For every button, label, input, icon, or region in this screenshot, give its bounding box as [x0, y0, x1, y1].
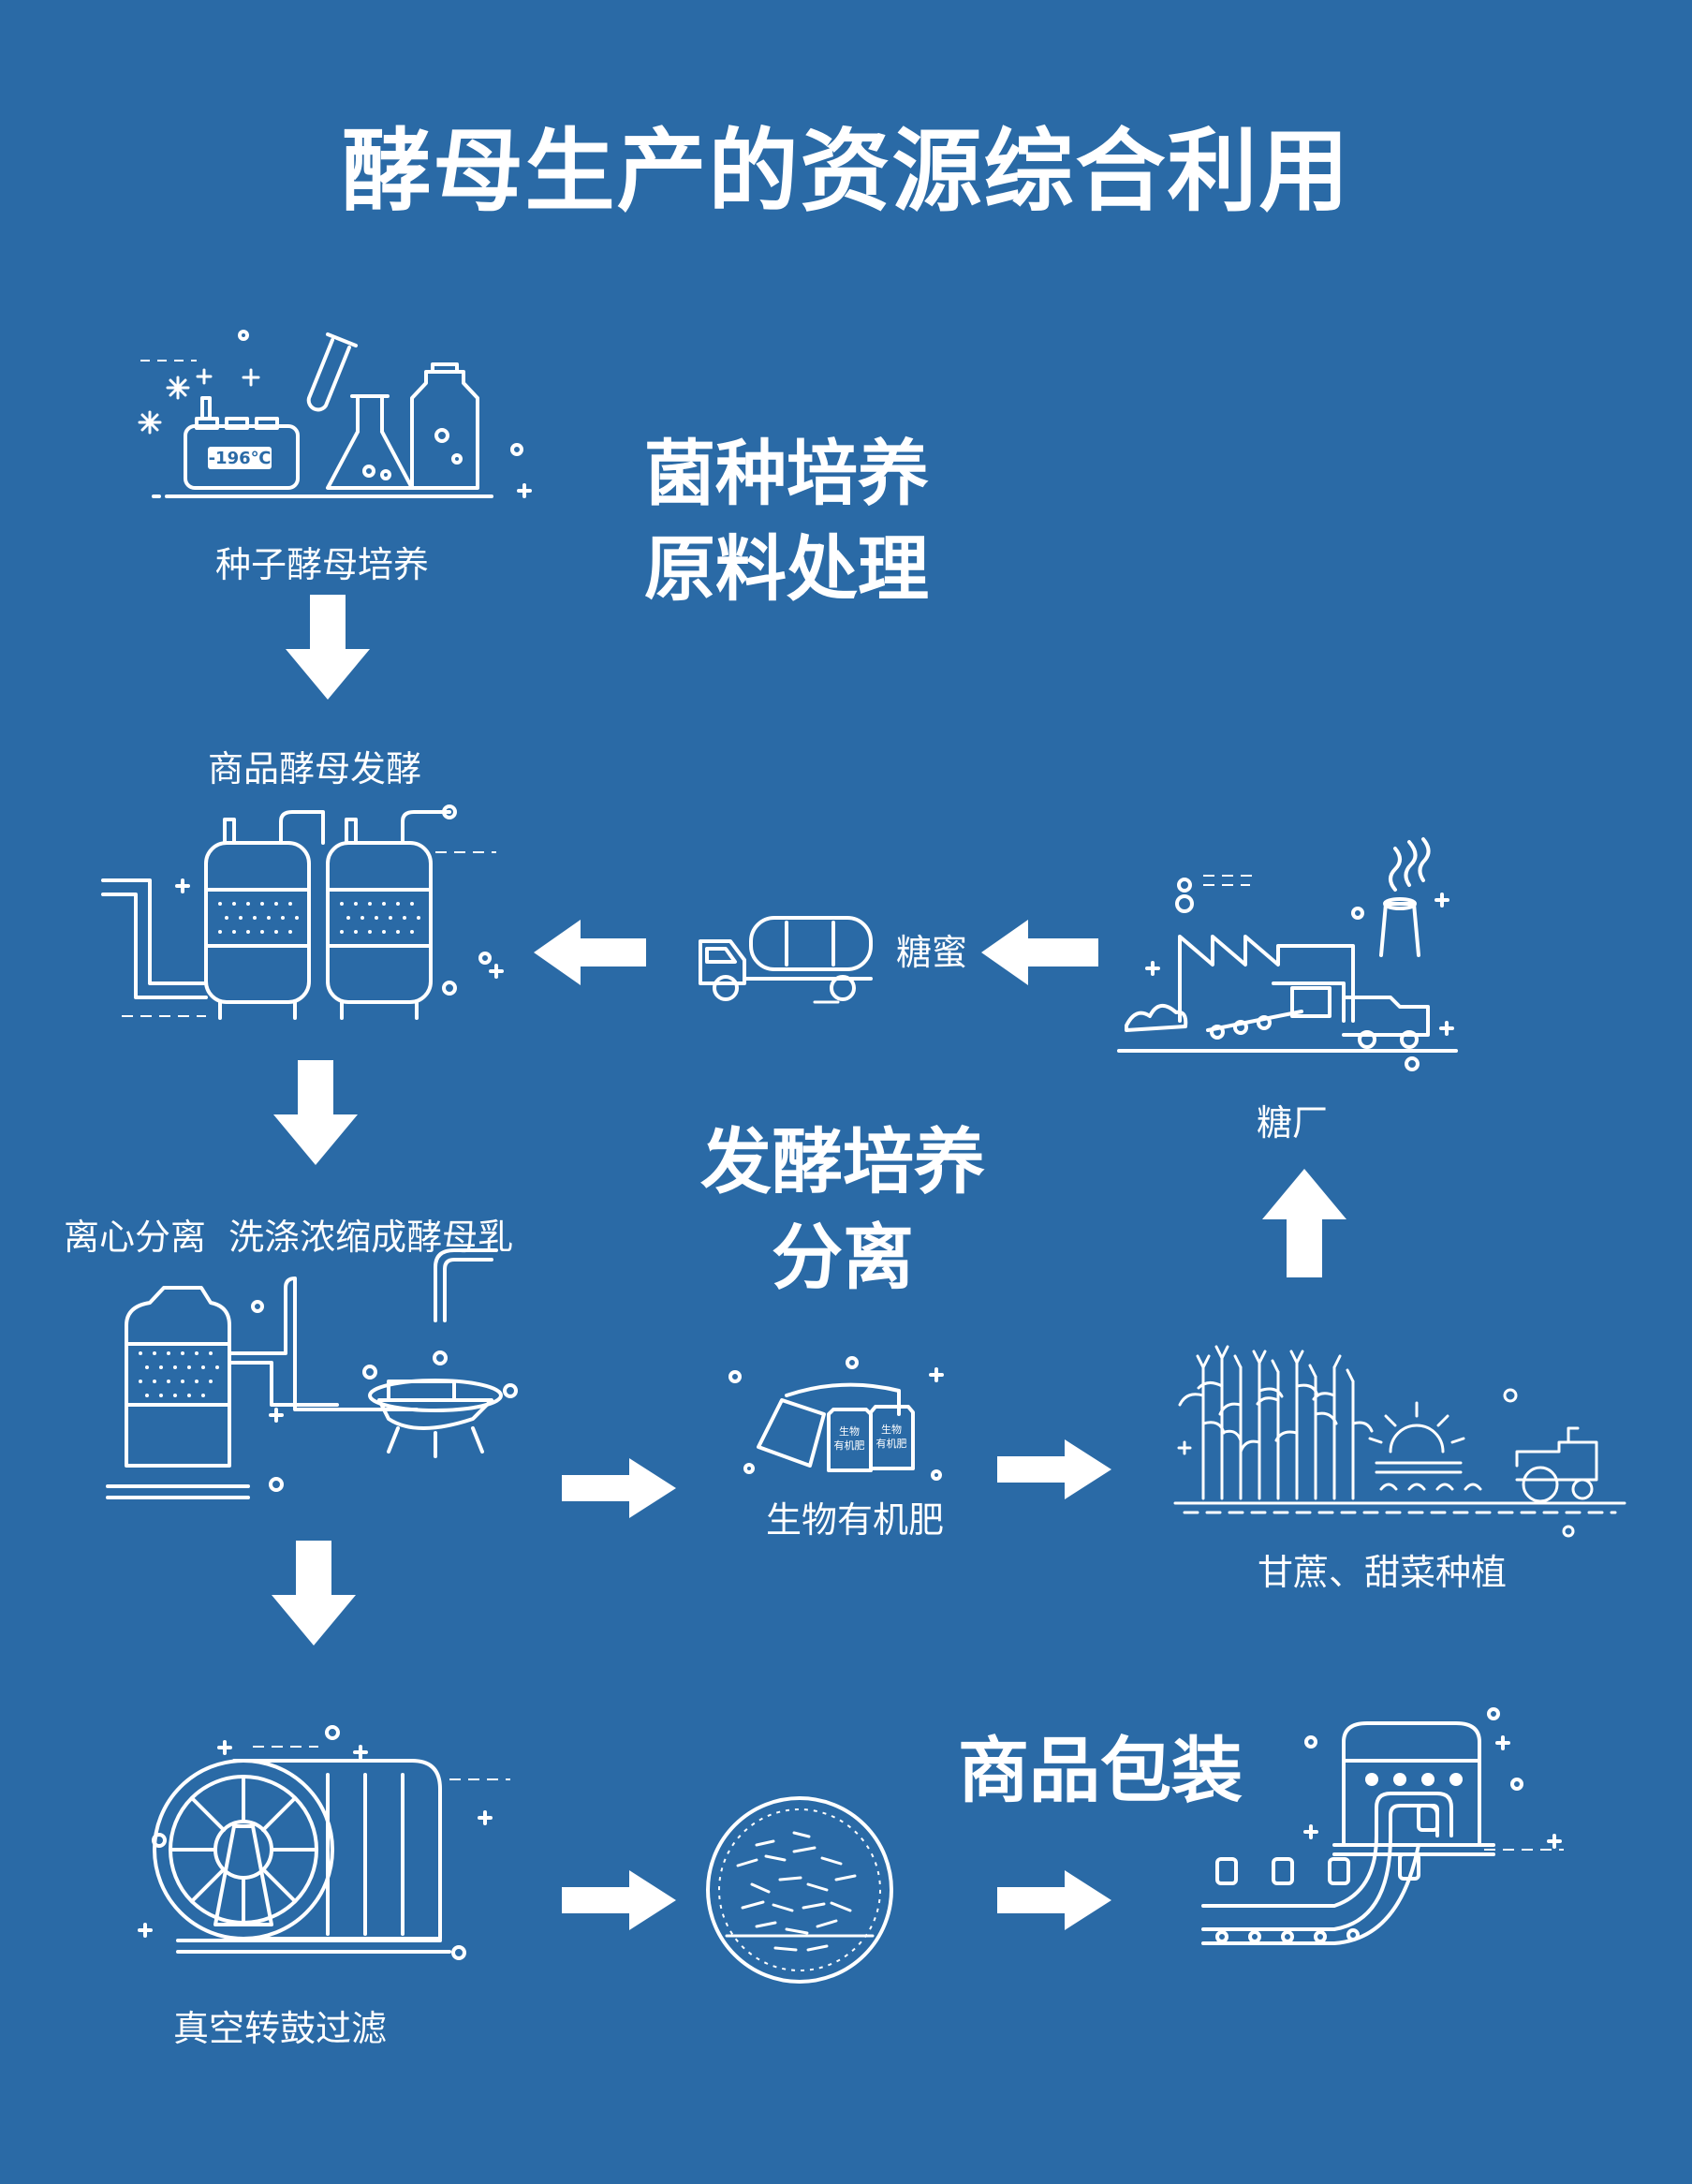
- fertilizer-bags-illustration: 生物 有机肥 生物 有机肥: [730, 1358, 964, 1480]
- bag-label-line-2b: 有机肥: [876, 1437, 907, 1450]
- bag-label-line-1: 生物: [839, 1424, 860, 1438]
- caption-commercial-fermentation: 商品酵母发酵: [208, 748, 422, 789]
- arrow-right-fertilizer-to-planting: [997, 1439, 1111, 1499]
- bag-label-line-2: 有机肥: [834, 1439, 865, 1452]
- stage-culture-heading: 菌种培养 原料处理: [599, 426, 974, 617]
- molasses-truck-illustration: [693, 904, 880, 1007]
- freezer-temp-label: -196℃: [209, 449, 272, 468]
- stage-fermentation-heading: 发酵培养 分离: [655, 1114, 1030, 1306]
- centrifuge-illustration: [89, 1278, 520, 1522]
- stage-fermentation-line-1: 发酵培养: [700, 1120, 985, 1203]
- arrow-up-planting-to-factory: [1262, 1169, 1346, 1277]
- arrow-left-molasses-to-fermenter: [534, 920, 646, 985]
- yeast-cells-illustration: [700, 1791, 899, 1989]
- cane-stalks: [1180, 1347, 1372, 1498]
- arrow-down-1: [286, 595, 370, 700]
- bag-label-line-1b: 生物: [881, 1423, 902, 1436]
- caption-planting: 甘蔗、甜菜种植: [1258, 1552, 1508, 1593]
- sugar-factory-illustration: [1110, 834, 1465, 1068]
- tank-dot-pattern-left: [218, 902, 299, 934]
- packaging-line-illustration: [1194, 1704, 1568, 1967]
- caption-vacuum-filter: 真空转鼓过滤: [173, 2008, 388, 2049]
- caption-fertilizer: 生物有机肥: [766, 1499, 945, 1541]
- arrow-left-factory-to-molasses: [981, 920, 1098, 985]
- stage-culture-line-2: 原料处理: [644, 527, 929, 611]
- stage-culture-line-1: 菌种培养: [644, 432, 929, 515]
- page-title: 酵母生产的资源综合利用: [341, 119, 1351, 224]
- caption-sugar-factory: 糖厂: [1257, 1102, 1329, 1144]
- arrow-down-2: [273, 1060, 358, 1165]
- stage-fermentation-line-2: 分离: [772, 1216, 914, 1299]
- vacuum-drum-filter-illustration: [140, 1723, 515, 1976]
- seed-culture-lab-illustration: -196℃: [140, 304, 534, 515]
- arrow-down-3: [272, 1541, 356, 1645]
- sugarcane-field-illustration: [1166, 1339, 1634, 1522]
- stage-packaging-heading: 商品包装: [958, 1729, 1243, 1812]
- arrow-right-centrifuge-to-fertilizer: [562, 1458, 676, 1518]
- arrow-right-yeast-to-packaging: [997, 1870, 1111, 1930]
- caption-molasses: 糖蜜: [896, 932, 968, 973]
- caption-seed-culture: 种子酵母培养: [215, 544, 430, 585]
- fermentation-tanks-illustration: [94, 801, 515, 1026]
- arrow-right-filter-to-yeast: [562, 1870, 676, 1930]
